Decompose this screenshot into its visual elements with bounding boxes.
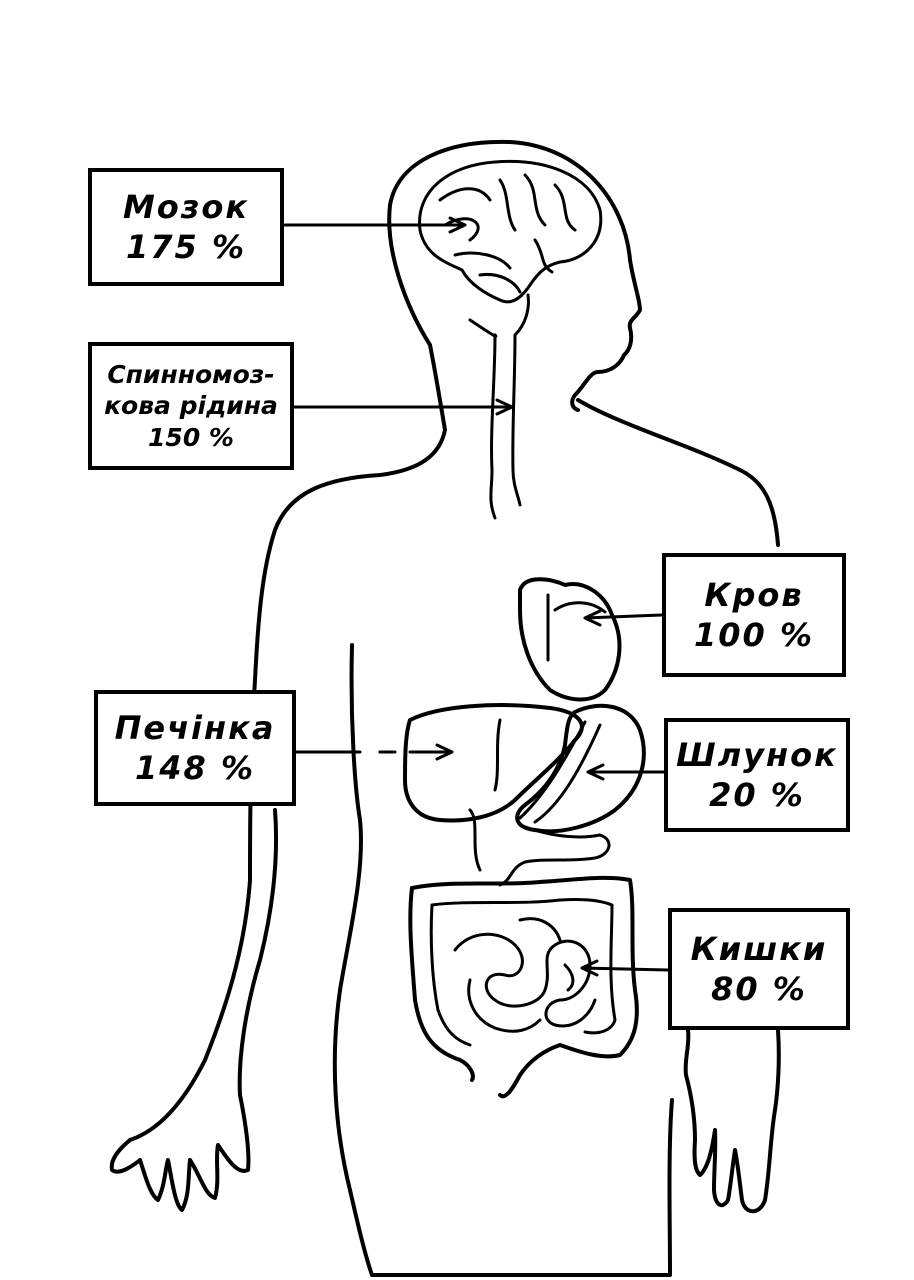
- brain-outline: [418, 159, 603, 304]
- brain-label-value: 175 %: [126, 228, 246, 266]
- csf-label-name-line1: Спинномоз-: [107, 360, 275, 390]
- csf-label-name-line2: кова рідина: [104, 391, 278, 421]
- liver-label-name: Печінка: [114, 709, 276, 747]
- stomach-arrow: [586, 763, 666, 781]
- large-intestine-outline: [408, 875, 639, 1099]
- blood-label-value: 100 %: [694, 616, 814, 654]
- duodenum-line: [498, 823, 611, 887]
- spinal-cord-left: [489, 333, 497, 520]
- right-shoulder-outline: [576, 398, 780, 547]
- stomach-outline: [515, 703, 646, 834]
- liver-label-value: 148 %: [135, 749, 255, 787]
- intestines-label-name: Кишки: [690, 930, 828, 968]
- torso-bottom-line: [370, 1098, 674, 1277]
- blood-arrow: [583, 609, 664, 627]
- brain-label-box: Мозок 175 %: [88, 168, 284, 286]
- blood-label-box: Кров 100 %: [662, 553, 846, 677]
- brain-label-name: Мозок: [122, 188, 250, 226]
- brain-arrow: [283, 216, 467, 234]
- cerebellum-stem: [468, 293, 530, 338]
- intestines-label-value: 80 %: [711, 970, 807, 1008]
- brain-folds: [438, 173, 577, 294]
- csf-arrow: [290, 398, 514, 416]
- liver-label-box: Печінка 148 %: [94, 690, 296, 806]
- right-hand-outline: [683, 1028, 781, 1214]
- intestines-arrow: [580, 959, 670, 977]
- torso-left-line: [332, 643, 374, 1277]
- stomach-label-value: 20 %: [709, 776, 805, 814]
- csf-label-value: 150 %: [148, 422, 234, 452]
- heart-inner: [546, 593, 607, 662]
- stomach-label-box: Шлунок 20 %: [664, 718, 850, 832]
- neck-left-outline: [128, 343, 447, 1142]
- head-outline: [387, 139, 642, 412]
- stomach-label-name: Шлунок: [676, 736, 838, 774]
- heart-outline: [518, 577, 622, 702]
- liver-arrow: [293, 743, 454, 761]
- small-intestine-coils: [453, 917, 597, 1033]
- csf-label-box: Спинномоз- кова рідина 150 %: [88, 342, 294, 470]
- left-hand-outline: [109, 808, 279, 1212]
- stomach-inner: [518, 720, 602, 824]
- liver-outline: [403, 703, 584, 823]
- large-intestine-inner: [429, 898, 617, 1047]
- intestines-label-box: Кишки 80 %: [668, 908, 850, 1030]
- gallbladder-line: [468, 718, 502, 872]
- spinal-cord-right: [511, 333, 522, 507]
- blood-label-name: Кров: [704, 576, 804, 614]
